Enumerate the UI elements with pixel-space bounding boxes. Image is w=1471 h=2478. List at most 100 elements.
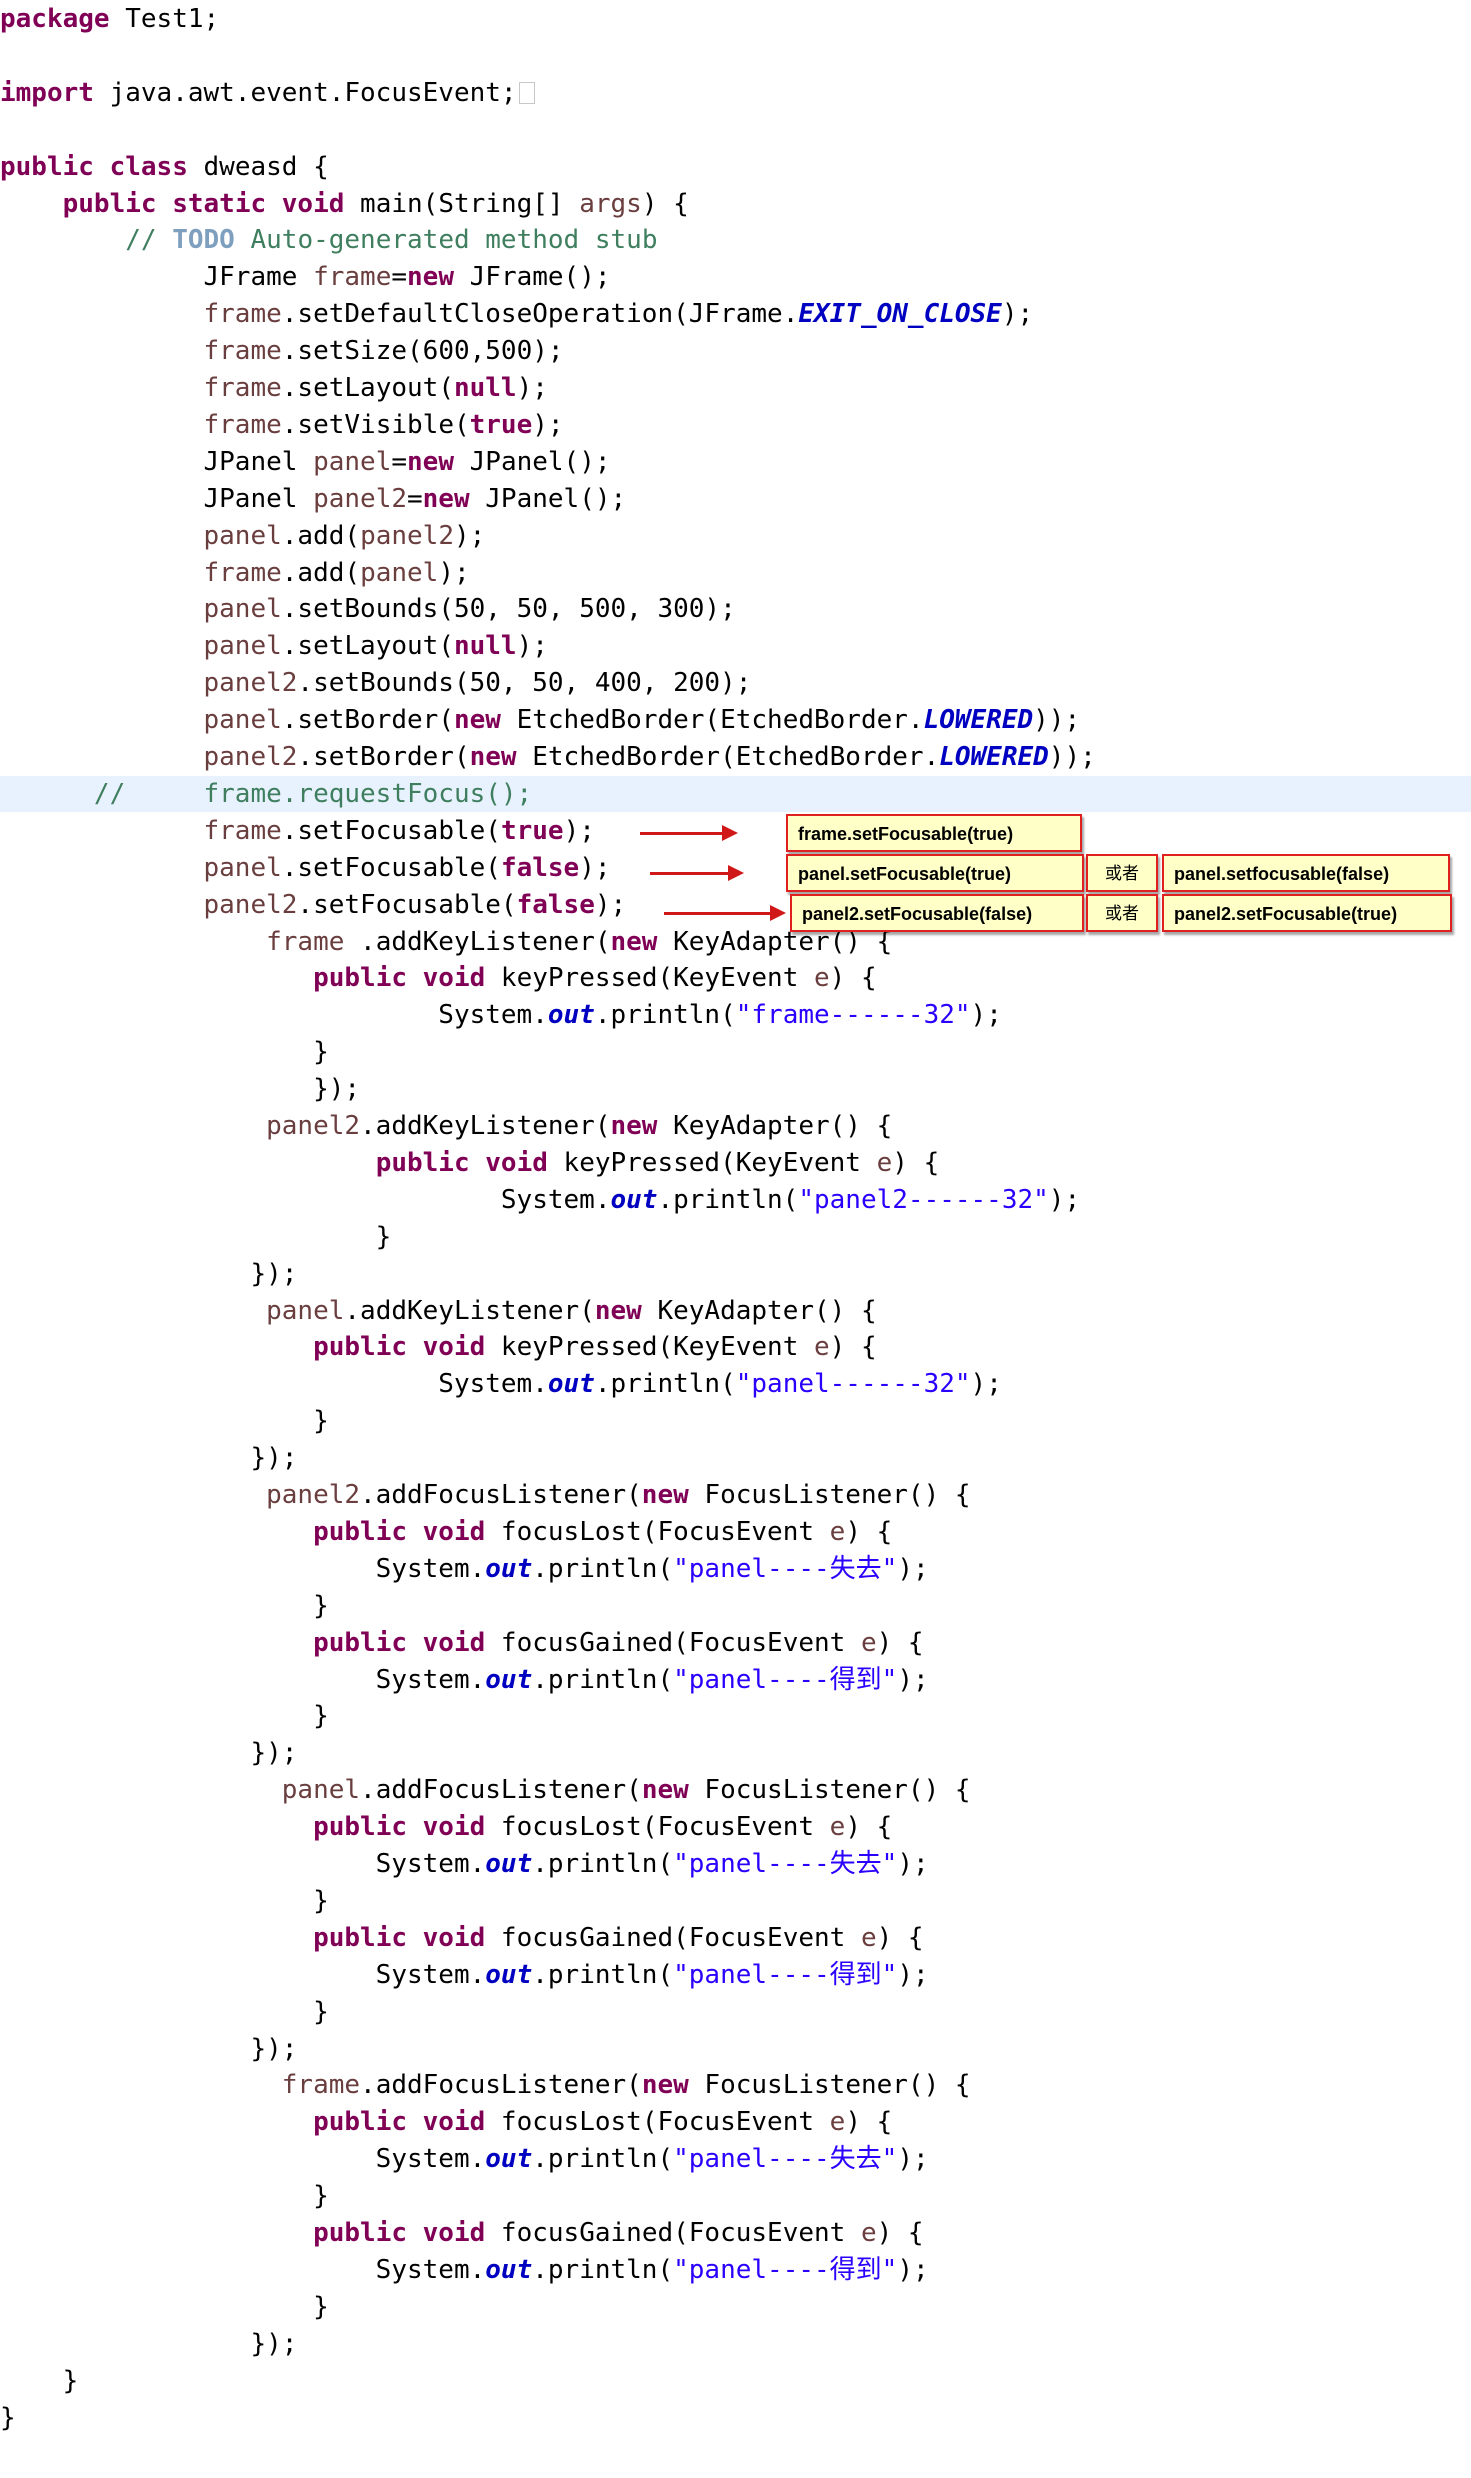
code-line[interactable]: panel2.setFocusable(false); [0, 887, 627, 923]
code-line[interactable]: System.out.println("panel----失去"); [0, 1846, 929, 1882]
code-line[interactable]: } [0, 2289, 329, 2325]
annotation-or-2: 或者 [1086, 894, 1158, 932]
code-line[interactable]: } [0, 1219, 392, 1255]
code-line[interactable]: JPanel panel=new JPanel(); [0, 444, 610, 480]
code-line[interactable]: System.out.println("panel------32"); [0, 1366, 1002, 1402]
code-line[interactable]: public void focusLost(FocusEvent e) { [0, 1809, 892, 1845]
code-line[interactable]: frame.setDefaultCloseOperation(JFrame.EX… [0, 296, 1034, 332]
code-line[interactable]: public void focusGained(FocusEvent e) { [0, 1625, 924, 1661]
code-line[interactable]: frame.setVisible(true); [0, 407, 564, 443]
code-line[interactable]: // TODO Auto-generated method stub [0, 222, 657, 258]
code-line[interactable]: frame.setFocusable(true); [0, 813, 595, 849]
code-line[interactable]: } [0, 1698, 329, 1734]
code-line[interactable]: }); [0, 2031, 297, 2067]
code-line[interactable]: } [0, 2178, 329, 2214]
code-line[interactable]: }); [0, 2326, 297, 2362]
code-token [0, 853, 204, 883]
code-line[interactable]: frame .addKeyListener(new KeyAdapter() { [0, 924, 892, 960]
code-token: ); [453, 520, 486, 551]
code-line[interactable]: panel2.setBounds(50, 50, 400, 200); [0, 665, 752, 701]
code-token: .setLayout( [281, 373, 454, 403]
code-line[interactable]: frame.add(panel); [0, 555, 470, 591]
field-token: out [485, 1664, 533, 1695]
code-token: .println( [532, 2144, 674, 2175]
variable-token: panel2 [266, 1111, 361, 1141]
code-line[interactable]: System.out.println("panel----失去"); [0, 2141, 929, 2177]
code-line[interactable]: frame.setSize(600,500); [0, 333, 564, 369]
code-token: ); [579, 852, 611, 883]
code-line[interactable]: }); [0, 1071, 360, 1107]
code-token: ); [1001, 299, 1034, 330]
code-token: focusGained(FocusEvent [485, 1922, 861, 1953]
variable-token: e [814, 1332, 830, 1363]
code-line[interactable]: package Test1; [0, 1, 219, 37]
keyword-token: new [610, 926, 658, 957]
code-line[interactable]: panel.addFocusListener(new FocusListener… [0, 1772, 971, 1808]
variable-token: e [860, 1922, 877, 1953]
code-line[interactable]: }); [0, 1256, 297, 1292]
field-token: out [610, 1184, 658, 1215]
variable-token: frame [203, 299, 282, 330]
code-token: } [0, 2365, 79, 2396]
code-line[interactable]: } [0, 1403, 329, 1439]
code-line[interactable]: public class dweasd { [0, 149, 329, 185]
code-line[interactable]: panel.add(panel2); [0, 518, 486, 554]
code-line[interactable]: panel2.addKeyListener(new KeyAdapter() { [0, 1108, 892, 1144]
code-line[interactable]: panel.setBounds(50, 50, 500, 300); [0, 591, 736, 627]
code-line[interactable]: public void keyPressed(KeyEvent e) { [0, 960, 877, 996]
variable-token: panel2 [266, 1480, 361, 1510]
code-line[interactable]: JPanel panel2=new JPanel(); [0, 481, 626, 517]
code-line[interactable]: public void focusLost(FocusEvent e) { [0, 2104, 892, 2140]
code-line[interactable]: public void focusGained(FocusEvent e) { [0, 2215, 924, 2251]
code-token: ) { [829, 1332, 877, 1363]
code-line[interactable]: System.out.println("panel----失去"); [0, 1551, 929, 1587]
field-token: out [485, 1849, 533, 1879]
code-line[interactable]: }); [0, 1440, 297, 1476]
code-line-current[interactable]: // frame.requestFocus(); [0, 775, 1471, 812]
code-line[interactable]: } [0, 1994, 329, 2030]
code-line[interactable]: public void focusGained(FocusEvent e) { [0, 1920, 924, 1956]
annotation-frame-focusable-true: frame.setFocusable(true) [786, 814, 1082, 852]
code-line[interactable]: JFrame frame=new JFrame(); [0, 259, 610, 295]
code-line[interactable]: panel2.addFocusListener(new FocusListene… [0, 1477, 970, 1513]
code-line[interactable]: frame.addFocusListener(new FocusListener… [0, 2067, 971, 2103]
code-line[interactable]: } [0, 2400, 16, 2436]
code-line[interactable]: System.out.println("panel----得到"); [0, 1957, 929, 1993]
code-line[interactable]: panel.setLayout(null); [0, 628, 548, 664]
code-token: FocusListener() { [688, 2070, 971, 2101]
code-line[interactable]: public void focusLost(FocusEvent e) { [0, 1514, 892, 1550]
code-token [0, 2070, 282, 2100]
code-line[interactable]: panel2.setBorder(new EtchedBorder(Etched… [0, 739, 1096, 775]
code-token: .addFocusListener( [360, 2070, 642, 2101]
string-token: "panel----得到" [673, 1664, 898, 1695]
code-line[interactable]: panel.setFocusable(false); [0, 850, 611, 886]
code-line[interactable]: import java.awt.event.FocusEvent; [0, 75, 535, 111]
code-line[interactable]: public void keyPressed(KeyEvent e) { [0, 1329, 877, 1365]
code-line[interactable]: } [0, 1588, 329, 1624]
code-token: ); [897, 1553, 929, 1584]
code-line[interactable]: public void keyPressed(KeyEvent e) { [0, 1145, 940, 1181]
code-line[interactable]: System.out.println("panel----得到"); [0, 2252, 929, 2288]
code-line[interactable]: System.out.println("panel----得到"); [0, 1662, 929, 1698]
code-line[interactable]: } [0, 2363, 79, 2399]
folded-imports-marker-icon[interactable] [518, 82, 535, 105]
code-line[interactable]: } [0, 1883, 329, 1919]
variable-token: frame [266, 926, 345, 957]
keyword-token: public [313, 2107, 407, 2138]
variable-token: panel [360, 557, 439, 588]
string-token: "panel----失去" [673, 2144, 898, 2175]
code-token: focusLost(FocusEvent [485, 1516, 830, 1547]
code-line[interactable]: panel.addKeyListener(new KeyAdapter() { [0, 1293, 877, 1329]
comment-token: // frame.requestFocus(); [0, 778, 533, 809]
code-line[interactable]: }); [0, 1735, 297, 1771]
code-token: ); [897, 1664, 929, 1695]
code-line[interactable]: frame.setLayout(null); [0, 370, 548, 406]
variable-token: panel [281, 1775, 361, 1806]
code-line[interactable]: System.out.println("panel2------32"); [0, 1182, 1080, 1218]
code-line[interactable]: public static void main(String[] args) { [0, 186, 689, 222]
code-line[interactable]: System.out.println("frame------32"); [0, 997, 1002, 1033]
code-line[interactable]: } [0, 1034, 329, 1070]
keyword-token: false [500, 852, 580, 883]
code-line[interactable]: panel.setBorder(new EtchedBorder(EtchedB… [0, 702, 1081, 738]
